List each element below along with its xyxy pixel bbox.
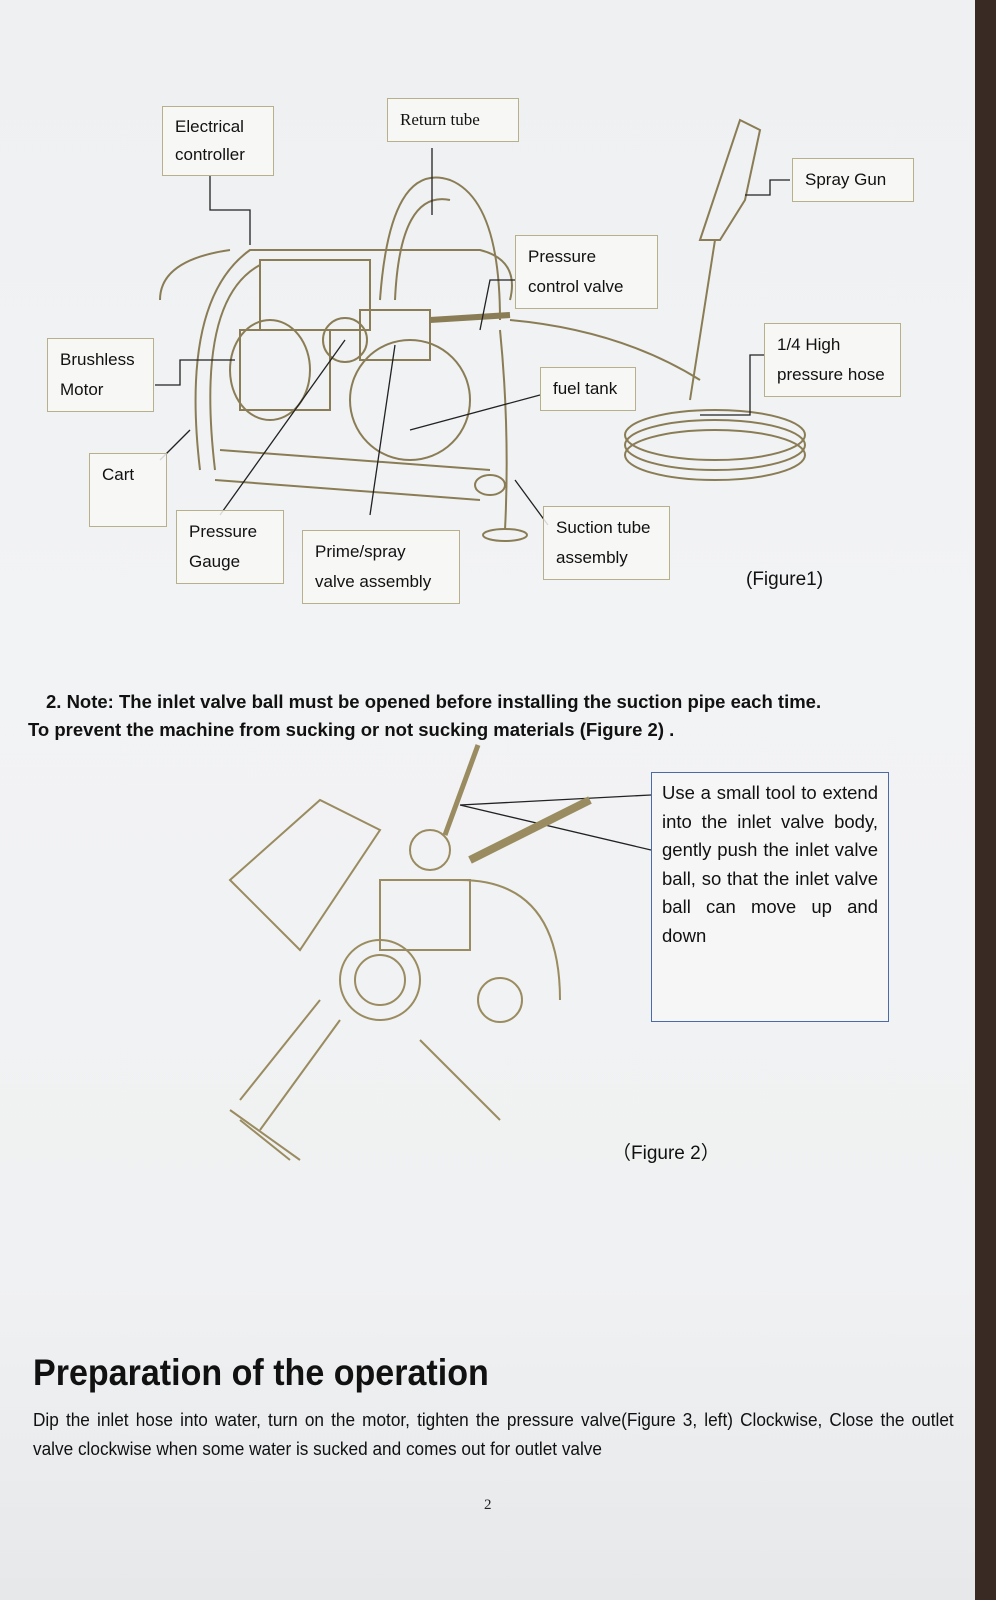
figure2-caption: （Figure 2） [612, 1143, 720, 1164]
label-high-pressure-hose: 1/4 High pressure hose [764, 323, 901, 397]
label-fuel-tank: fuel tank [540, 367, 636, 411]
label-pressure-control-valve: Pressure control valve [515, 235, 658, 309]
figure1-caption: (Figure1) [746, 569, 824, 590]
label-brushless-motor: Brushless Motor [47, 338, 154, 412]
label-suction-tube: Suction tube assembly [543, 506, 670, 580]
page-number: 2 [484, 1497, 492, 1513]
label-prime-spray-valve: Prime/spray valve assembly [302, 530, 460, 604]
note-line-1: 2. Note: The inlet valve ball must be op… [46, 691, 822, 712]
label-return-tube: Return tube [387, 98, 519, 142]
label-cart: Cart [89, 453, 167, 527]
label-pressure-gauge: Pressure Gauge [176, 510, 284, 584]
section-title: Preparation of the operation [33, 1352, 489, 1393]
figure1-illustration [155, 118, 806, 1161]
figure2-callout: Use a small tool to extend into the inle… [651, 772, 889, 1022]
section-paragraph: Dip the inlet hose into water, turn on t… [33, 1409, 954, 1459]
note-line-2: To prevent the machine from sucking or n… [28, 719, 675, 740]
inlet-valve-note: 2. Note: The inlet valve ball must be op… [28, 688, 958, 744]
label-electrical-controller: Electrical controller [162, 106, 274, 176]
manual-page: Electrical controller Return tube Spray … [0, 0, 975, 1600]
label-spray-gun: Spray Gun [792, 158, 914, 202]
